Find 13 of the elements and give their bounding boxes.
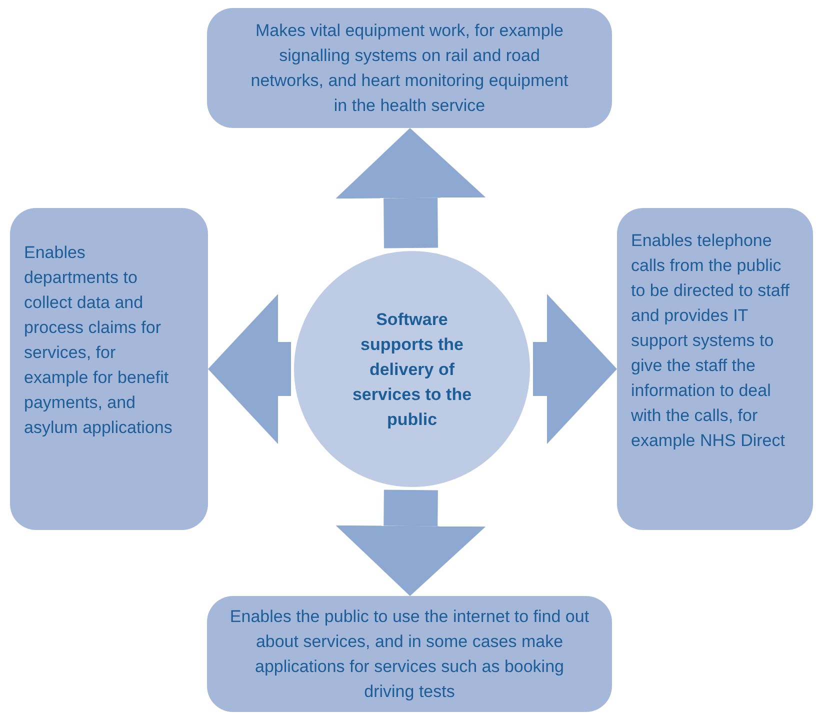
rounded-box (10, 208, 208, 530)
box-text: Enables departments to collect data and process claims for services, for example for benefit payments, and asylum applications (24, 242, 174, 439)
block-arrow (336, 128, 486, 248)
block-arrow (208, 294, 291, 444)
block-arrow (336, 490, 486, 596)
rounded-box (207, 8, 612, 128)
rounded-box (207, 596, 612, 712)
box-text: Enables the public to use the internet to find out about services, and in some cases make applications for services such as booking driving tests (229, 606, 590, 703)
rounded-box (617, 208, 813, 530)
box-text: Enables telephone calls from the public to be directed to staff and provides IT support systems to give the staff the information to deal with the calls, for example NHS Direct (631, 230, 790, 452)
box-text: Makes vital equipment work, for example signalling systems on rail and road networks, and heart monitoring equipment in the health service (250, 20, 570, 117)
block-arrow (533, 294, 617, 444)
circle-text: Software supports the delivery of services to the public (351, 308, 473, 430)
